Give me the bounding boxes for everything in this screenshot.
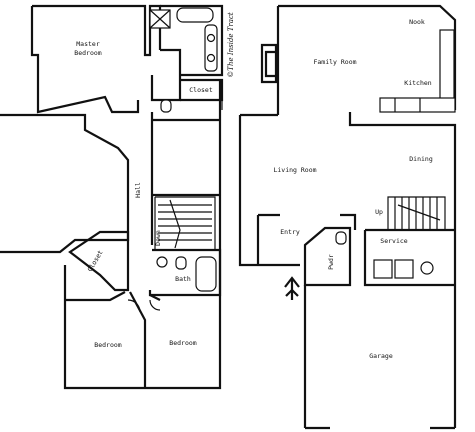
closet-walls bbox=[180, 78, 224, 102]
watermark-text: ©The Inside Tract bbox=[227, 12, 235, 78]
sink-2 bbox=[206, 53, 216, 63]
label-up: Up bbox=[375, 208, 383, 216]
door-swings-upper bbox=[127, 299, 161, 313]
vanity bbox=[204, 24, 218, 72]
bay-wing-walls bbox=[0, 113, 130, 254]
garage-walls bbox=[303, 270, 457, 430]
label-family-room: Family Room bbox=[313, 58, 356, 66]
label-nook: Nook bbox=[409, 18, 425, 26]
label-bedroom-left: Bedroom bbox=[94, 341, 121, 349]
label-closet-top: Closet bbox=[189, 86, 213, 94]
family-room-walls bbox=[240, 4, 457, 117]
label-entry: Entry bbox=[280, 228, 300, 236]
upper-stairs bbox=[154, 196, 216, 251]
label-bedroom-right: Bedroom bbox=[169, 339, 196, 347]
bathtub bbox=[176, 7, 214, 23]
sink-1 bbox=[206, 33, 216, 43]
label-down: Down bbox=[154, 230, 162, 246]
side-closet-walls bbox=[68, 230, 130, 292]
entry-arrow-tail bbox=[285, 288, 299, 297]
shower-mark bbox=[149, 9, 171, 29]
lower-stairs bbox=[387, 196, 446, 231]
label-hall: Hall bbox=[134, 182, 142, 198]
hall-core-walls bbox=[150, 80, 222, 295]
lower-floor bbox=[238, 4, 457, 430]
label-closet-side: Closet bbox=[86, 249, 105, 273]
bedrooms-walls bbox=[63, 265, 222, 390]
label-garage: Garage bbox=[369, 352, 393, 360]
kitchen-counter-right bbox=[439, 29, 455, 101]
counter-divisions bbox=[394, 98, 421, 112]
kitchen-island bbox=[379, 97, 456, 113]
entry-walls bbox=[256, 213, 357, 265]
label-kitchen: Kitchen bbox=[404, 79, 431, 87]
label-master-1: Master bbox=[76, 40, 100, 48]
powder-walls bbox=[303, 226, 352, 287]
master-bath-walls bbox=[150, 4, 224, 102]
upper-sink bbox=[156, 256, 168, 268]
water-heater bbox=[420, 261, 434, 275]
label-service: Service bbox=[380, 237, 407, 245]
label-master-2: Bedroom bbox=[74, 49, 101, 57]
dryer bbox=[394, 259, 414, 279]
upper-toilet bbox=[175, 256, 187, 270]
label-pwdr: Pwdr bbox=[327, 254, 335, 270]
service-walls bbox=[363, 228, 455, 287]
living-dining-walls bbox=[238, 112, 457, 270]
label-dining: Dining bbox=[409, 155, 433, 163]
fireplace bbox=[260, 43, 278, 84]
label-living-room: Living Room bbox=[273, 166, 316, 174]
master-bedroom-walls bbox=[30, 4, 162, 114]
powder-toilet bbox=[335, 231, 347, 245]
label-bath: Bath bbox=[175, 275, 191, 283]
washer bbox=[373, 259, 393, 279]
upper-tub bbox=[195, 256, 217, 292]
upper-floor bbox=[0, 4, 224, 390]
toilet-master bbox=[160, 99, 172, 113]
